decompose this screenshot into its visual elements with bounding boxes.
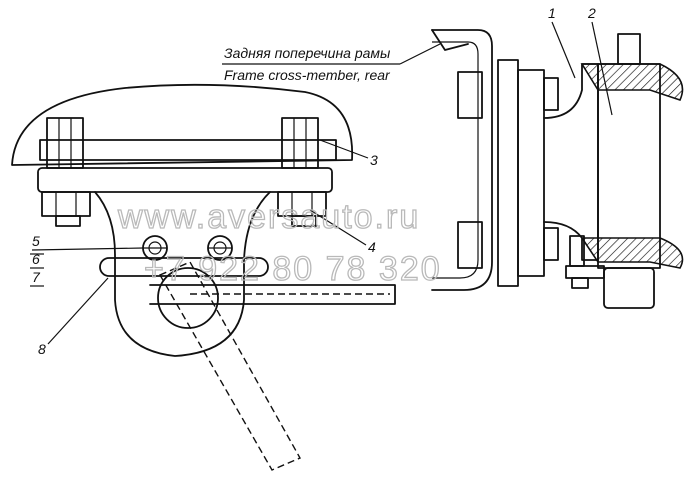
plate-a xyxy=(497,59,519,287)
nut-bottom xyxy=(543,227,559,261)
dome-cover xyxy=(11,83,354,166)
top-pin xyxy=(617,33,641,65)
bracket-hanger xyxy=(94,191,271,357)
watermark-phone: +7 922 80 78 320 xyxy=(144,250,442,288)
flange-bottom xyxy=(580,237,684,269)
watermark: www.aversauto.ru +7 922 80 78 320 xyxy=(116,197,442,288)
horizontal-rod xyxy=(149,284,396,305)
bolt-top xyxy=(457,71,483,119)
callout-5: 5 xyxy=(32,233,40,249)
callout-8: 8 xyxy=(38,341,46,357)
caption-group: Задняя поперечина рамы Frame cross-membe… xyxy=(222,43,441,83)
plate-b xyxy=(517,69,545,277)
lower-nut-right xyxy=(277,191,327,227)
pivot-ring xyxy=(157,267,219,329)
callout-2: 2 xyxy=(587,5,596,21)
callout-1: 1 xyxy=(548,5,556,21)
lower-nut-left xyxy=(41,191,91,227)
callout-7: 7 xyxy=(32,269,41,285)
nut-5-right xyxy=(207,235,233,261)
flange-top xyxy=(580,63,684,101)
bottom-nut xyxy=(571,277,589,289)
bolt-bottom xyxy=(457,221,483,269)
bottom-clamp xyxy=(603,267,655,309)
left-view xyxy=(11,83,396,471)
cover-plate xyxy=(39,139,337,161)
callout-4: 4 xyxy=(368,239,376,255)
caption-en: Frame cross-member, rear xyxy=(224,67,391,83)
callout-3: 3 xyxy=(370,152,378,168)
callouts: 1 2 3 4 5 6 7 8 xyxy=(30,5,613,357)
lever-handle xyxy=(159,261,301,471)
frame-section xyxy=(543,63,599,261)
nut-top xyxy=(543,77,559,111)
watermark-site: www.aversauto.ru xyxy=(117,198,420,236)
callout-6: 6 xyxy=(32,251,40,267)
right-view xyxy=(431,29,684,309)
slotted-plate xyxy=(99,257,269,277)
bracket-bar xyxy=(37,167,333,193)
hook-bracket xyxy=(431,29,493,291)
caption-ru: Задняя поперечина рамы xyxy=(224,45,391,61)
